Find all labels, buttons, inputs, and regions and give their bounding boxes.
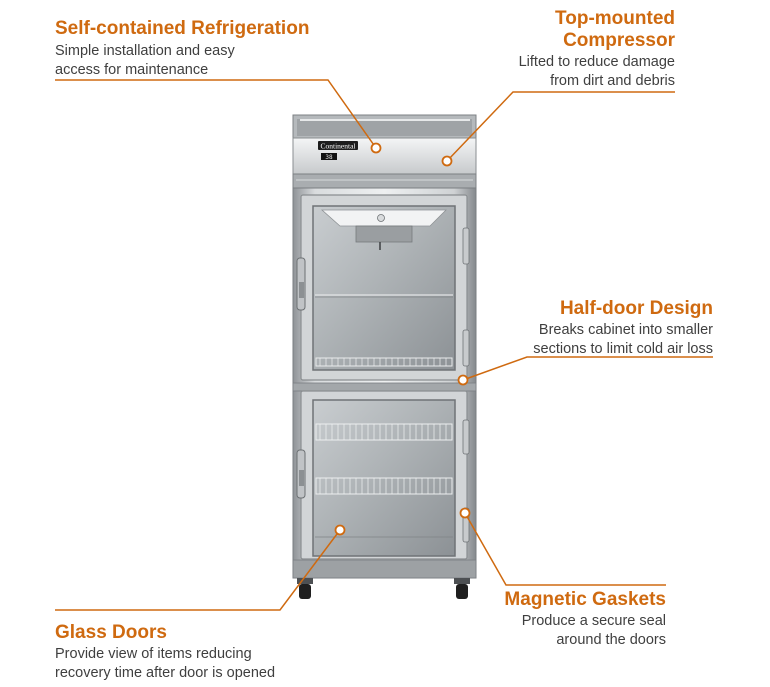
- marker-glass-doors: [334, 524, 346, 536]
- callout-magnetic-gaskets-desc-line1: Produce a secure seal: [521, 613, 666, 629]
- leader-lines: [55, 79, 713, 611]
- callout-self-contained-desc-line2: access for maintenance: [55, 62, 209, 78]
- casters: [297, 578, 470, 599]
- temperature-display-value: 38: [325, 154, 333, 161]
- upper-glass-door: [296, 194, 470, 381]
- callout-top-mounted-desc-line2: from dirt and debris: [550, 73, 675, 89]
- leader-magnetic-gaskets: [464, 512, 666, 586]
- temperature-display: 38: [321, 153, 337, 161]
- marker-half-door: [457, 374, 469, 386]
- leader-self-contained: [55, 79, 377, 149]
- lower-glass-door: [296, 390, 470, 560]
- leader-half-door: [462, 356, 713, 381]
- marker-magnetic-gaskets: [459, 507, 471, 519]
- callout-top-mounted-title-line1: Top-mounted: [555, 8, 675, 29]
- callout-top-mounted-title-line2: Compressor: [563, 30, 675, 51]
- leader-glass-doors: [55, 529, 341, 611]
- callout-glass-doors-desc-line2: recovery time after door is opened: [55, 665, 276, 681]
- brand-logo: Continental: [318, 141, 358, 151]
- brand-logo-text: Continental: [321, 142, 356, 151]
- callout-half-door-desc-line2: sections to limit cold air loss: [533, 341, 713, 357]
- callout-magnetic-gaskets-desc-line2: around the doors: [556, 632, 666, 648]
- callout-top-mounted: Top-mounted Compressor Lifted to reduce …: [425, 8, 675, 91]
- callout-glass-doors-desc-line1: Provide view of items reducing: [55, 646, 252, 662]
- callout-top-mounted-desc-line1: Lifted to reduce damage: [518, 54, 675, 70]
- callout-half-door-desc-line1: Breaks cabinet into smaller: [538, 322, 713, 338]
- callout-magnetic-gaskets: Magnetic Gaskets Produce a secure seal a…: [446, 589, 666, 650]
- leader-top-mounted: [446, 91, 675, 162]
- callout-markers: [334, 142, 471, 536]
- callout-glass-doors-title: Glass Doors: [55, 622, 167, 643]
- compressor-housing: [292, 114, 477, 189]
- callout-half-door-title: Half-door Design: [559, 298, 713, 319]
- callout-self-contained-desc-line1: Simple installation and easy: [55, 43, 235, 59]
- callout-self-contained: Self-contained Refrigeration Simple inst…: [55, 18, 309, 80]
- callout-glass-doors: Glass Doors Provide view of items reduci…: [55, 622, 275, 683]
- callout-half-door: Half-door Design Breaks cabinet into sma…: [453, 298, 713, 359]
- callout-magnetic-gaskets-title: Magnetic Gaskets: [504, 589, 666, 610]
- marker-self-contained: [370, 142, 382, 154]
- callout-self-contained-title: Self-contained Refrigeration: [55, 18, 310, 39]
- marker-top-mounted: [441, 155, 453, 167]
